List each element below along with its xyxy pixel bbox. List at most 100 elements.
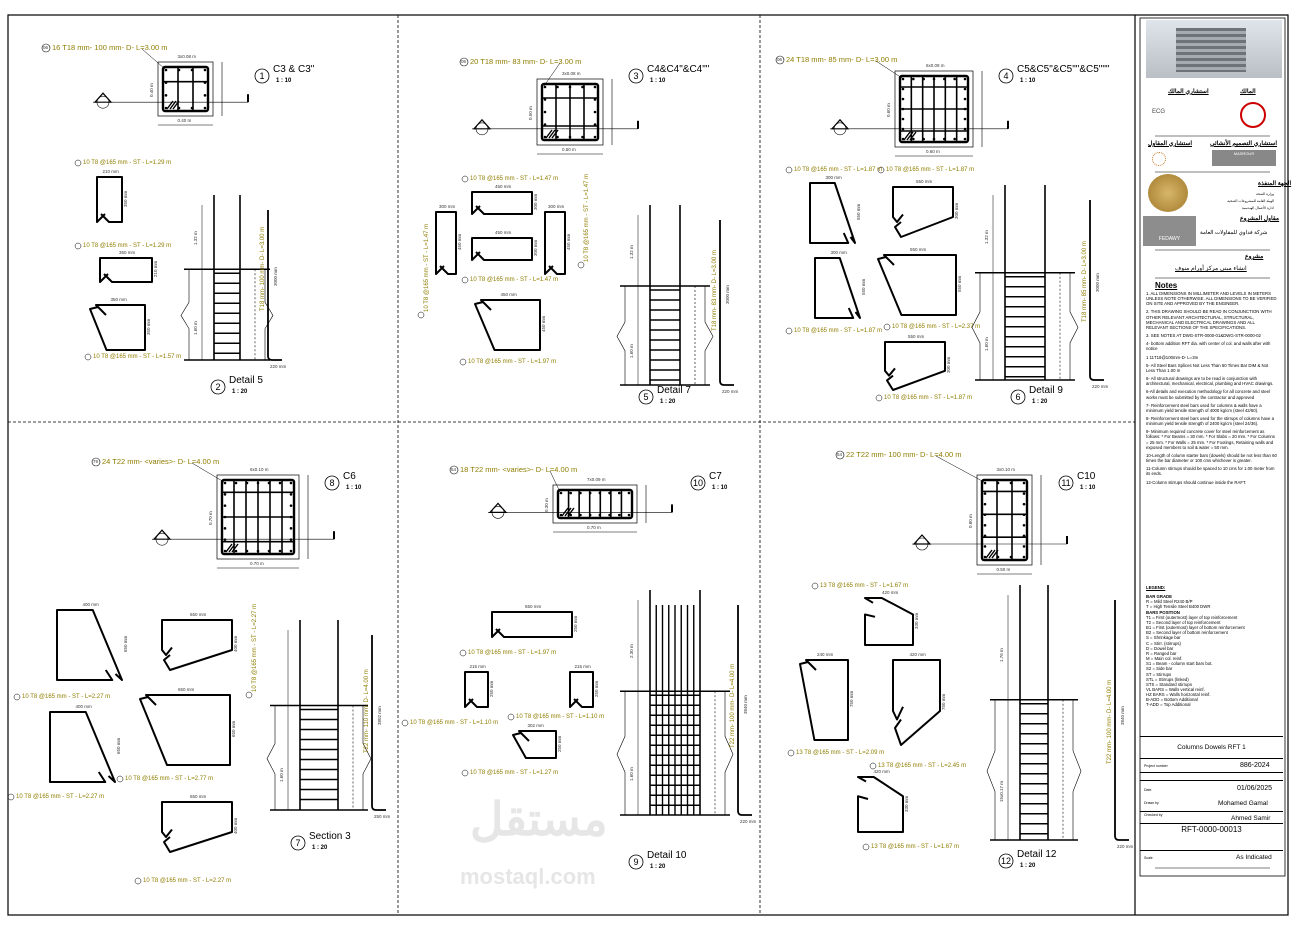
seal-logo	[1148, 174, 1188, 212]
stirrup-shape	[569, 671, 594, 708]
section-height-dim: 0.30 m	[544, 498, 549, 512]
ecg-logo: ECG	[1152, 109, 1166, 115]
contractor-consultant-logo	[1152, 152, 1166, 166]
stirrup-shape	[544, 211, 566, 275]
stirrup-shape	[435, 211, 457, 275]
note-item: 1. ALL DIMENSIONS IN MILLIMETER AND LEVE…	[1146, 291, 1277, 307]
dowel-hook-dim: 220 mm	[722, 389, 739, 394]
detail-elevation	[971, 185, 1079, 381]
detail-title: Detail 10	[647, 850, 687, 861]
stirrup-top-dim: 420 mm	[873, 769, 890, 774]
date-value: 01/06/2025	[1237, 785, 1273, 792]
stirrup-label: 10 T8 @165 mm - ST - L=1.29 m	[83, 243, 172, 249]
stirrup-top-dim: 550 mm	[916, 179, 933, 184]
stirrup-side-dim: 650 mm	[231, 720, 236, 737]
section-title: C6	[343, 471, 356, 482]
section-width-dim: 0.70 m	[587, 525, 601, 530]
stirrup-top-dim: 650 mm	[190, 612, 207, 617]
view-number-bubble	[254, 68, 270, 84]
stirrup-label: 10 T8 @165 mm - ST - L=1.87 m	[794, 328, 883, 334]
stirrup-shape	[161, 619, 233, 671]
view-number-bubble	[628, 68, 644, 84]
building-render	[1146, 20, 1282, 78]
stirrup-side-dim: 300 mm	[533, 239, 538, 256]
section-height-dim: 0.50 m	[528, 106, 533, 120]
stirrup-top-dim: 650 mm	[178, 687, 195, 692]
stirrup-top-dim: 550 mm	[910, 247, 927, 252]
stirrup-shape	[799, 659, 849, 741]
stirrup-shape	[464, 671, 489, 708]
stirrup-top-dim: 550 mm	[908, 334, 925, 339]
sheet-border	[7, 14, 1289, 916]
dowel-bar-label: T22 mm- 100 mm- D- L=4.00 m	[1107, 679, 1113, 764]
stirrup-top-dim: 400 mm	[82, 602, 99, 607]
bar-mark	[459, 57, 469, 67]
column-section	[152, 462, 335, 569]
legend-item: R = Mild Steel R240 B/P	[1146, 599, 1193, 605]
main-bar-label: 24 T18 mm- 85 mm- D- L=3.00 m	[786, 55, 898, 64]
section-scale: 1 : 10	[1020, 78, 1036, 84]
bar-spacing-dim: 6x0.09 m	[926, 63, 945, 68]
checked-by: Ahmed Samir	[1231, 815, 1271, 822]
legend-item: B2 = Second layer of bottom reinforcemen…	[1146, 630, 1228, 636]
note-item: 10-Length of column starter bars (dowels…	[1146, 452, 1277, 464]
dowel-bar	[719, 220, 734, 386]
drawn-by: Mohamed Gamal	[1218, 800, 1268, 807]
stirrup-side-dim: 450 mm	[541, 315, 546, 332]
stirrup-top-dim: 650 mm	[525, 604, 542, 609]
stirrup-shape	[56, 609, 123, 681]
stirrup-top-dim: 350 mm	[119, 250, 136, 255]
stirrup-shape	[892, 659, 941, 746]
view-number: 2	[215, 381, 221, 392]
scale-value: As Indicated	[1236, 854, 1272, 861]
watermark-latin: mostaql.com	[460, 864, 596, 889]
fedawy-logo: FEDAWY	[1143, 216, 1196, 246]
detail-scale: 1 : 20	[232, 389, 248, 395]
view-number-bubble	[690, 475, 706, 491]
view-number: 5	[643, 391, 649, 402]
legend-item: T1 = First (outermost) layer of top rein…	[1146, 614, 1238, 620]
legend-item: HZ BARS = Walls horizontal reinf.	[1146, 692, 1211, 698]
stirrup-side-dim: 750 mm	[941, 693, 946, 710]
stirrup-shape	[139, 694, 231, 766]
bar-mark	[835, 450, 845, 460]
legend-item: VL BARS = Walls vertical reinf.	[1146, 686, 1205, 692]
watermark-arabic: مستقل	[470, 793, 608, 845]
stirrup-label: 10 T8 @165 mm - ST - L=1.97 m	[468, 359, 557, 365]
stirrup-shape	[877, 254, 957, 316]
view-number-bubble	[998, 68, 1014, 84]
note-item: 6-All details and execution methodology …	[1146, 389, 1270, 400]
stirrup-top-dim: 450 mm	[495, 230, 512, 235]
dowel-bar	[267, 210, 282, 361]
column-section	[912, 455, 1068, 575]
legend-item: S2 = Side bar	[1146, 666, 1173, 672]
legend-item: B-ADD = Bottom Additional	[1146, 697, 1198, 703]
stirrup-label: 13 T8 @165 mm - ST - L=2.09 m	[796, 750, 885, 756]
dowel-length-dim: 3840 mm	[743, 694, 748, 714]
stirrup-side-dim: 250 mm	[594, 680, 599, 697]
stirrup-label: 10 T8 @165 mm - ST - L=2.27 m	[16, 794, 105, 800]
detail-elevation	[266, 620, 372, 811]
stirrup-shape	[884, 341, 946, 391]
stirrup-side-dim: 550 mm	[957, 275, 962, 292]
detail-title: Detail 9	[1029, 385, 1063, 396]
note-item: 11-Column stirrups should be spaced to 1…	[1146, 466, 1275, 477]
masrour-logo: MASROUR	[1212, 150, 1276, 166]
stirrup-side-dim: 300 mm	[946, 356, 951, 373]
main-bar-label: 22 T22 mm- 100 mm- D- L=4.00 m	[846, 450, 962, 459]
stirrup-label: 10 T8 @165 mm - ST - L=2.37 m	[892, 324, 981, 330]
detail-title: Detail 5	[229, 375, 263, 386]
main-bar-label: 20 T18 mm- 83 mm- D- L=3.00 m	[470, 57, 582, 66]
stirrup-top-dim: 450 mm	[500, 292, 517, 297]
stirrup-top-dim: 350 mm	[110, 297, 127, 302]
legend-item: T2 = Second layer of top reinforcement	[1146, 619, 1221, 625]
dowel-bar	[371, 635, 386, 811]
section-title: C5&C5"&C5""&C5"""	[1017, 64, 1110, 75]
section-height-dim: 0.80 m	[968, 514, 973, 528]
section-height-dim: 0.70 m	[208, 511, 213, 525]
section-height-dim: 0.60 m	[886, 103, 891, 117]
stirrup-label: 10 T8 @165 mm - ST - L=1.10 m	[516, 714, 605, 720]
dowel-length-dim: 3802 mm	[377, 705, 382, 725]
